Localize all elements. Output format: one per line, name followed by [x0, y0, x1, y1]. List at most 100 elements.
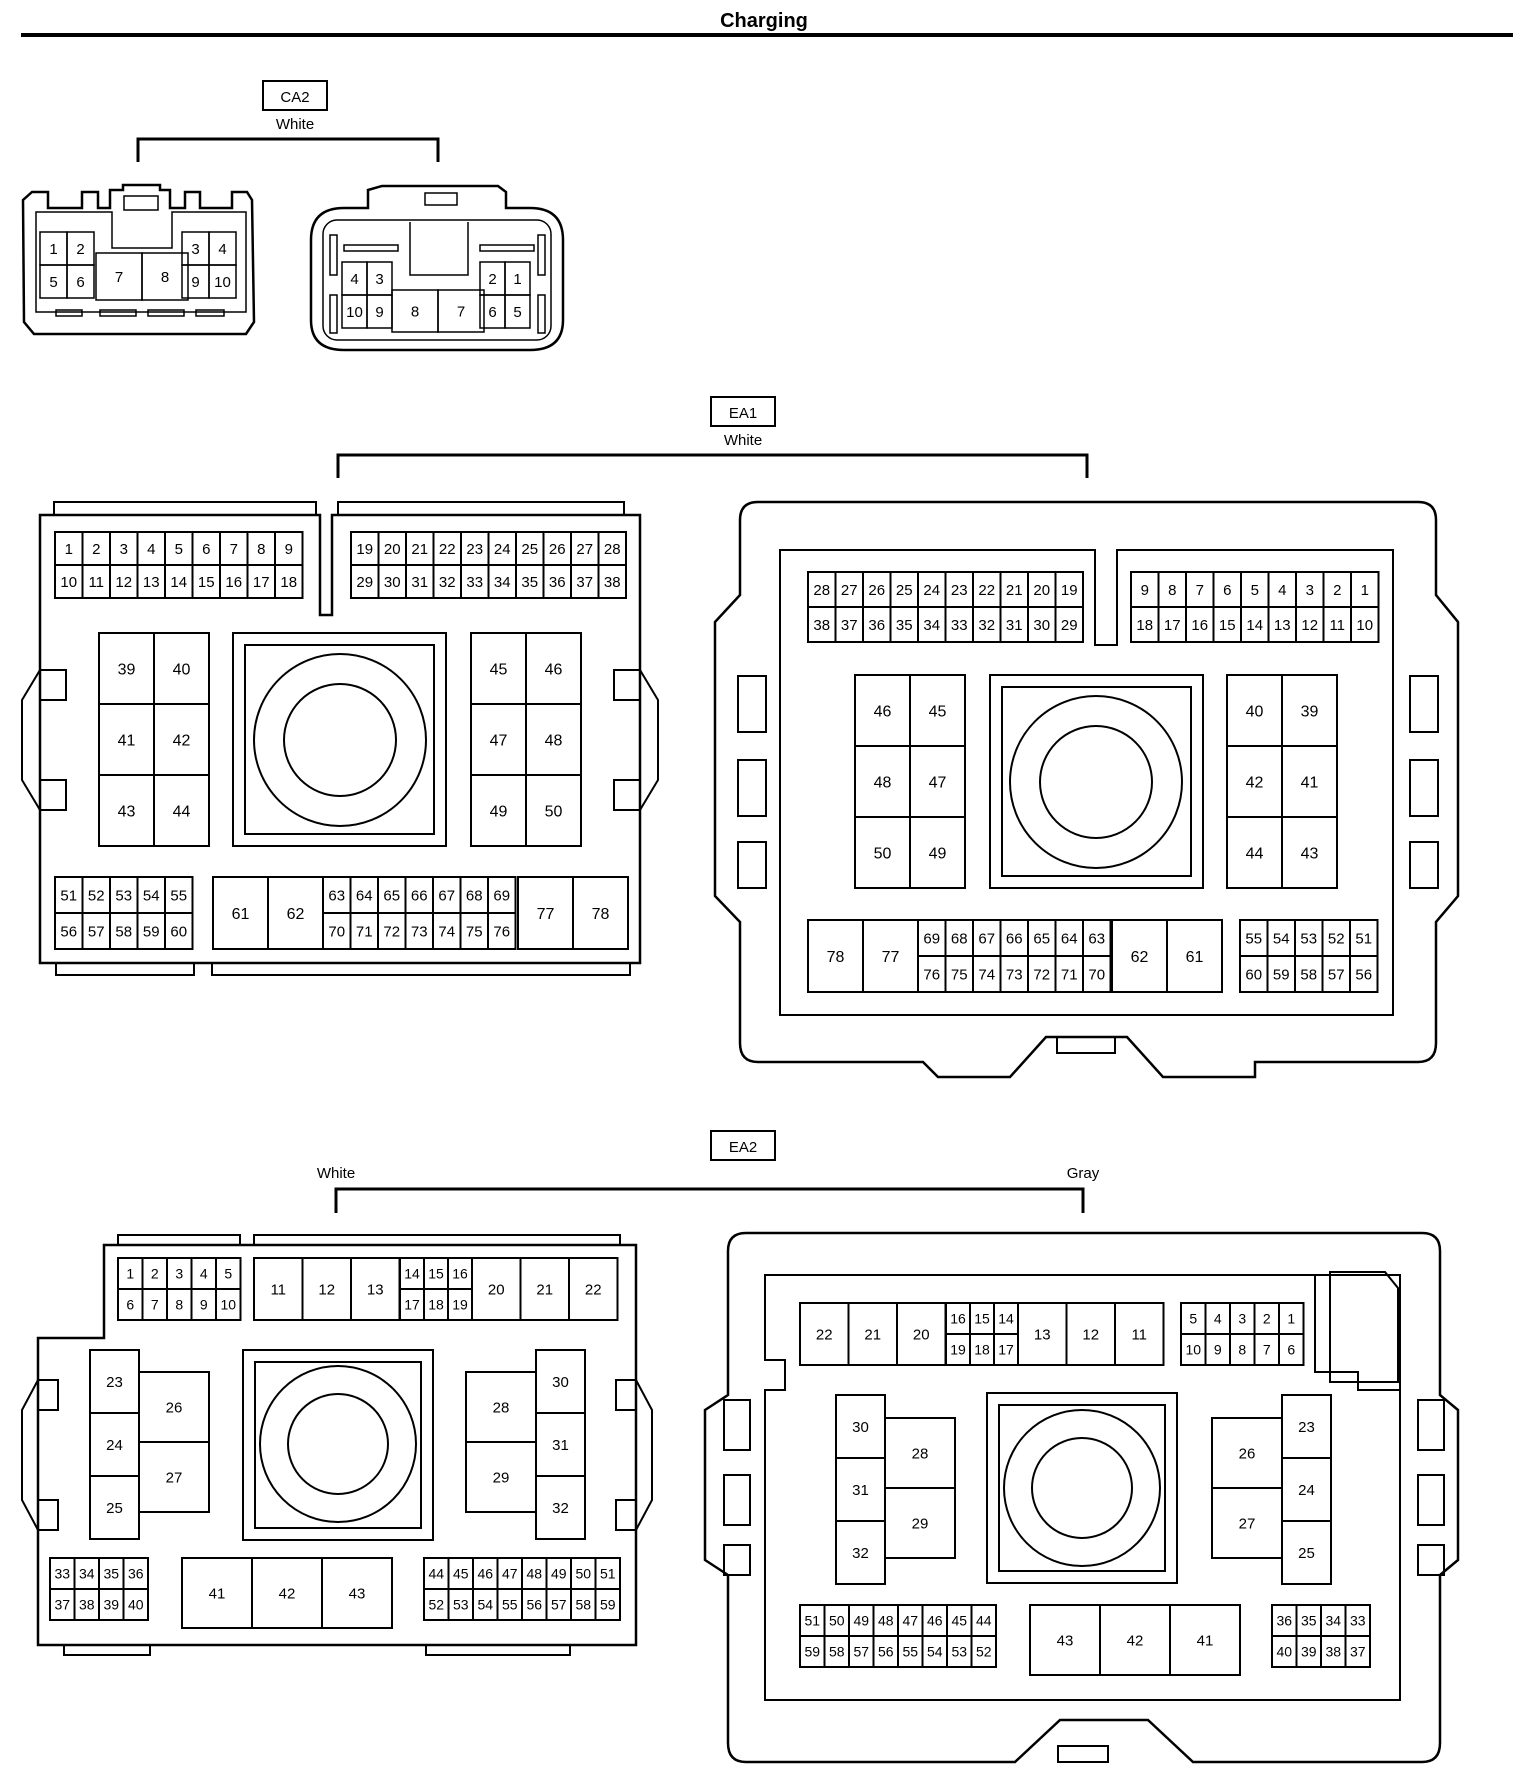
pin-number: 44	[173, 803, 191, 820]
pin-number: 24	[1298, 1482, 1315, 1499]
pin-number: 32	[978, 617, 995, 634]
pin-number: 4	[1214, 1311, 1222, 1327]
ea2-code-box	[710, 1130, 776, 1161]
pin-number: 59	[600, 1597, 616, 1613]
pin-number: 71	[356, 923, 373, 940]
pin-number: 39	[118, 661, 136, 678]
pin-cavity	[884, 1487, 956, 1559]
ea1-code: EA1	[729, 405, 757, 422]
pin-number: 12	[318, 1281, 335, 1298]
pin-number: 8	[1238, 1342, 1246, 1358]
ea1-male-shell	[713, 500, 1460, 1079]
pin-number: 69	[923, 930, 940, 947]
pin-number: 34	[79, 1566, 95, 1582]
pin-number: 55	[902, 1644, 918, 1660]
ca2-bracket	[136, 137, 440, 162]
pin-number: 56	[60, 923, 77, 940]
pin-number: 3	[175, 1266, 183, 1282]
pin-number: 3	[375, 271, 383, 288]
ea2-male-key	[1057, 1745, 1109, 1763]
pin-number: 4	[218, 241, 226, 258]
pin-number: 19	[950, 1342, 966, 1358]
pin-number: 57	[1328, 966, 1345, 983]
pin-number: 63	[1088, 930, 1105, 947]
ea1-male-inner	[779, 549, 1394, 1016]
pin-number: 20	[913, 1326, 930, 1343]
pin-number: 27	[166, 1469, 183, 1486]
connector-ea1: EA1 White	[21, 396, 1460, 1079]
pin-number: 51	[600, 1566, 616, 1582]
pin-number: 42	[173, 732, 191, 749]
pin-number: 50	[545, 803, 563, 820]
pin-number: 15	[198, 574, 215, 591]
pin-number: 10	[346, 304, 363, 321]
pin-number: 45	[929, 703, 947, 720]
pin-cavity	[1349, 955, 1379, 993]
pin-number: 67	[978, 930, 995, 947]
pin-number: 10	[1185, 1342, 1201, 1358]
pin-number: 9	[191, 274, 199, 291]
pin-number: 12	[1301, 617, 1318, 634]
ca2-female-latch	[123, 195, 159, 211]
pin-number: 1	[1287, 1311, 1295, 1327]
pin-number: 10	[60, 574, 77, 591]
pin-number: 25	[521, 541, 538, 558]
pin-cavity	[572, 876, 629, 950]
pin-number: 46	[927, 1613, 943, 1629]
pin-number: 36	[128, 1566, 144, 1582]
ea2-female-bottom-lip-2	[425, 1645, 571, 1656]
pin-number: 77	[537, 906, 555, 923]
pin-number: 66	[1006, 930, 1023, 947]
pin-number: 52	[976, 1644, 992, 1660]
pin-number: 19	[452, 1297, 468, 1313]
pin-number: 58	[829, 1644, 845, 1660]
pin-number: 70	[1088, 966, 1105, 983]
pin-number: 17	[404, 1297, 420, 1313]
pin-number: 65	[383, 887, 400, 904]
pin-number: 3	[1306, 582, 1314, 599]
ca2-male-latch-top	[424, 192, 458, 206]
pin-number: 62	[287, 906, 305, 923]
pin-number: 49	[551, 1566, 567, 1582]
pin-number: 16	[1191, 617, 1208, 634]
pin-number: 17	[253, 574, 270, 591]
pin-number: 24	[923, 582, 940, 599]
pin-number: 7	[230, 541, 238, 558]
pin-number: 2	[1263, 1311, 1271, 1327]
pin-cavity	[274, 564, 304, 599]
pin-number: 12	[1082, 1326, 1099, 1343]
pin-number: 32	[552, 1500, 569, 1517]
ca2-male-shell	[309, 184, 565, 352]
pin-number: 60	[170, 923, 187, 940]
ea2-male-corner-key	[1329, 1271, 1399, 1383]
ea1-bracket	[336, 453, 1089, 478]
pin-number: 59	[804, 1644, 820, 1660]
pin-number: 63	[328, 887, 345, 904]
pin-number: 9	[285, 541, 293, 558]
pin-number: 73	[1006, 966, 1023, 983]
pin-cavity	[970, 1635, 997, 1668]
pin-number: 35	[521, 574, 538, 591]
pin-number: 59	[143, 923, 160, 940]
pin-number: 78	[592, 906, 610, 923]
pin-number: 29	[1061, 617, 1078, 634]
ea1-female-shell	[38, 513, 642, 965]
pin-number: 1	[65, 541, 73, 558]
pin-number: 4	[200, 1266, 208, 1282]
pin-number: 6	[1223, 582, 1231, 599]
pin-number: 31	[552, 1437, 569, 1454]
pin-number: 9	[1214, 1342, 1222, 1358]
pin-number: 33	[466, 574, 483, 591]
pin-number: 11	[88, 574, 104, 591]
pin-number: 5	[1189, 1311, 1197, 1327]
pin-number: 23	[106, 1374, 123, 1391]
pin-number: 33	[54, 1566, 70, 1582]
pin-number: 38	[79, 1597, 95, 1613]
ea2-female-bottom-lip	[63, 1645, 151, 1656]
pin-number: 48	[545, 732, 563, 749]
pin-number: 33	[1350, 1613, 1366, 1629]
pin-cavity	[321, 1557, 393, 1629]
pin-number: 38	[813, 617, 830, 634]
pin-cavity	[215, 1288, 242, 1321]
ea1-female-bottom-lip-2	[211, 963, 631, 976]
